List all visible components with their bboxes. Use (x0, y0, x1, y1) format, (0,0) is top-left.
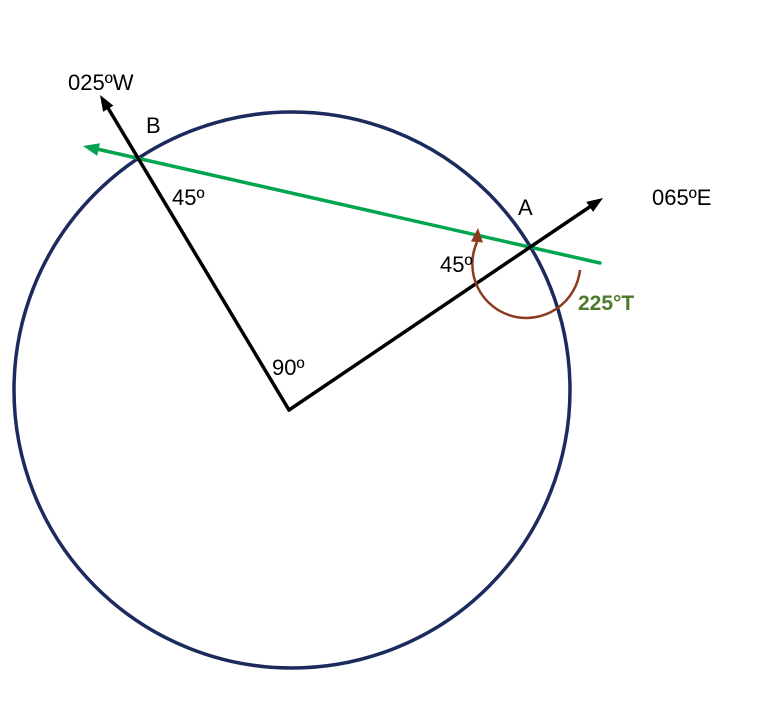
ray-to-a-arrowhead-icon (586, 198, 603, 212)
label-bearing-east: 065ºE (652, 185, 711, 210)
transversal-line-ab (95, 147, 602, 265)
label-point-b: B (146, 113, 161, 138)
ray-to-b (106, 106, 291, 412)
label-bearing-west: 025ºW (68, 70, 134, 95)
label-angle-at-a: 45º (440, 252, 473, 277)
ray-to-a (287, 204, 593, 412)
ray-to-b-arrowhead-icon (100, 95, 114, 112)
main-circle (12, 110, 572, 670)
bearing-arc-arrowhead-icon (471, 228, 483, 243)
label-angle-at-b: 45º (172, 185, 205, 210)
transversal-arrowhead-icon (83, 143, 100, 156)
bearing-arc (471, 241, 582, 320)
label-true-bearing: 225°T (578, 292, 634, 315)
label-point-a: A (518, 195, 533, 220)
label-angle-at-center: 90º (272, 355, 305, 380)
